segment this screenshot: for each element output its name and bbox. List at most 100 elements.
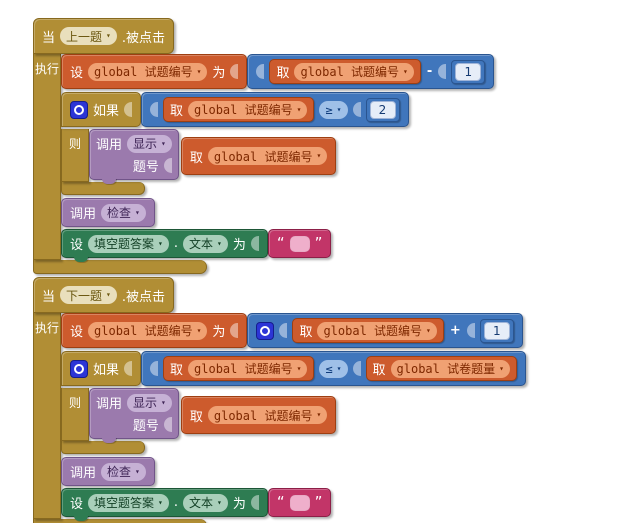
component-dropdown[interactable]: 上一题 ▾: [60, 27, 117, 45]
if-block[interactable]: 如果 取 global 试题编号 ▾: [61, 92, 409, 195]
if-block-footer[interactable]: [61, 182, 145, 195]
param-socket[interactable]: [163, 417, 172, 432]
comparison-block[interactable]: 取 global 试题编号 ▾ ≥ ▾: [141, 92, 409, 127]
get-variable-block[interactable]: 取 global 试题编号 ▾: [163, 97, 315, 122]
value-socket[interactable]: [250, 495, 259, 510]
then-spine[interactable]: 则: [61, 129, 89, 182]
set-label: 设: [70, 497, 84, 512]
call-show-block[interactable]: 调用 显示 ▾ 题号: [89, 388, 179, 443]
variable-name: global 试题编号: [194, 103, 293, 117]
operand-socket[interactable]: [466, 323, 475, 338]
operand-socket[interactable]: [150, 102, 159, 117]
condition-socket[interactable]: [124, 102, 133, 117]
procedure-name: 显示: [133, 137, 158, 151]
get-variable-block[interactable]: 取 global 试题编号 ▾: [163, 356, 315, 381]
get-variable-block[interactable]: 取 global 试题编号 ▾: [180, 137, 337, 175]
event-block-footer[interactable]: [33, 519, 207, 523]
param-socket[interactable]: [163, 158, 172, 173]
chevron-down-icon: ▾: [158, 238, 163, 248]
number-block[interactable]: 1: [479, 318, 514, 343]
value-socket[interactable]: [250, 236, 259, 251]
comparator-dropdown[interactable]: ≥ ▾: [319, 100, 348, 119]
component-dropdown[interactable]: 下一题 ▾: [60, 286, 117, 304]
chevron-down-icon: ▾: [336, 363, 342, 373]
operand-socket[interactable]: [438, 64, 447, 79]
get-variable-block[interactable]: 取 global 试题编号 ▾: [269, 59, 421, 84]
event-block-next[interactable]: 当 下一题 ▾ .被点击 执行 设 global 试题编号 ▾: [33, 277, 526, 523]
get-variable-block[interactable]: 取 global 试题编号 ▾: [292, 318, 444, 343]
if-header[interactable]: 如果: [61, 351, 142, 386]
number-field[interactable]: 1: [455, 62, 482, 81]
variable-dropdown[interactable]: global 试题编号 ▾: [294, 62, 414, 81]
set-property-block[interactable]: 设 填空题答案 ▾ . 文本 ▾ 为: [61, 229, 268, 262]
operand-socket[interactable]: [279, 323, 288, 338]
event-header[interactable]: 当 上一题 ▾ .被点击: [33, 18, 174, 54]
value-socket[interactable]: [230, 323, 239, 338]
variable-name: global 试题编号: [94, 65, 193, 79]
variable-dropdown[interactable]: global 试卷题量 ▾: [390, 359, 510, 378]
variable-dropdown[interactable]: global 试题编号 ▾: [317, 321, 437, 340]
value-socket[interactable]: [230, 64, 239, 79]
text-field[interactable]: [289, 494, 310, 511]
variable-dropdown[interactable]: global 试题编号 ▾: [88, 321, 208, 340]
get-variable-block[interactable]: 取 global 试卷题量 ▾: [365, 356, 517, 381]
text-string-block[interactable]: “ ”: [267, 488, 332, 517]
procedure-dropdown[interactable]: 检查 ▾: [101, 203, 146, 222]
event-block-previous[interactable]: 当 上一题 ▾ .被点击 执行 设 global 试题编号 ▾: [33, 18, 495, 274]
operand-socket[interactable]: [150, 361, 159, 376]
chevron-down-icon: ▾: [106, 31, 111, 40]
if-block-footer[interactable]: [61, 441, 145, 454]
number-block[interactable]: 2: [365, 97, 400, 122]
call-show-block[interactable]: 调用 显示 ▾ 题号: [89, 129, 179, 184]
then-spine[interactable]: 则: [61, 388, 89, 441]
text-field[interactable]: [289, 235, 310, 252]
comparator-dropdown[interactable]: ≤ ▾: [319, 359, 348, 378]
operand-socket[interactable]: [352, 361, 361, 376]
variable-dropdown[interactable]: global 试题编号 ▾: [88, 62, 208, 81]
minus-operator: -: [426, 64, 433, 79]
property-dropdown[interactable]: 文本 ▾: [183, 493, 228, 512]
if-block[interactable]: 如果 取 global 试题编号 ▾: [61, 351, 526, 454]
set-variable-block[interactable]: 设 global 试题编号 ▾ 为: [61, 313, 248, 348]
component-dropdown[interactable]: 填空题答案 ▾: [88, 234, 169, 253]
do-spine[interactable]: 执行: [33, 313, 61, 519]
chevron-down-icon: ▾: [135, 207, 140, 217]
set-property-block[interactable]: 设 填空题答案 ▾ . 文本 ▾ 为: [61, 488, 268, 521]
procedure-name: 检查: [107, 465, 132, 479]
text-string-block[interactable]: “ ”: [267, 229, 332, 258]
event-block-footer[interactable]: [33, 260, 207, 274]
procedure-dropdown[interactable]: 显示 ▾: [127, 134, 172, 153]
call-check-block[interactable]: 调用 检查 ▾: [61, 457, 155, 486]
do-spine[interactable]: 执行: [33, 54, 61, 260]
operand-socket[interactable]: [352, 102, 361, 117]
number-field[interactable]: 2: [369, 100, 396, 119]
procedure-dropdown[interactable]: 检查 ▾: [101, 462, 146, 481]
condition-socket[interactable]: [124, 361, 133, 376]
number-block[interactable]: 1: [451, 59, 486, 84]
mutator-gear-icon[interactable]: [70, 100, 88, 119]
property-dropdown[interactable]: 文本 ▾: [183, 234, 228, 253]
variable-dropdown[interactable]: global 试题编号 ▾: [207, 147, 328, 165]
number-field[interactable]: 1: [483, 321, 510, 340]
component-dropdown[interactable]: 填空题答案 ▾: [88, 493, 169, 512]
variable-name: global 试题编号: [213, 408, 313, 423]
event-header[interactable]: 当 下一题 ▾ .被点击: [33, 277, 174, 313]
if-header[interactable]: 如果: [61, 92, 142, 127]
operand-socket[interactable]: [256, 64, 265, 79]
procedure-dropdown[interactable]: 显示 ▾: [127, 393, 172, 412]
variable-dropdown[interactable]: global 试题编号 ▾: [188, 100, 308, 119]
component-name: 填空题答案: [94, 237, 155, 251]
math-add-block[interactable]: 取 global 试题编号 ▾ + 1: [247, 313, 523, 348]
comparison-block[interactable]: 取 global 试题编号 ▾ ≤ ▾: [141, 351, 526, 386]
call-check-block[interactable]: 调用 检查 ▾: [61, 198, 155, 227]
math-subtract-block[interactable]: 取 global 试题编号 ▾ - 1: [247, 54, 495, 89]
mutator-gear-icon[interactable]: [256, 321, 275, 340]
mutator-gear-icon[interactable]: [70, 359, 88, 378]
variable-dropdown[interactable]: global 试题编号 ▾: [188, 359, 308, 378]
set-variable-block[interactable]: 设 global 试题编号 ▾ 为: [61, 54, 248, 89]
get-variable-block[interactable]: 取 global 试题编号 ▾: [180, 396, 337, 434]
param-label: 题号: [132, 419, 159, 434]
do-label: 执行: [34, 321, 59, 335]
variable-dropdown[interactable]: global 试题编号 ▾: [207, 406, 328, 424]
variable-name: global 试题编号: [94, 324, 193, 338]
